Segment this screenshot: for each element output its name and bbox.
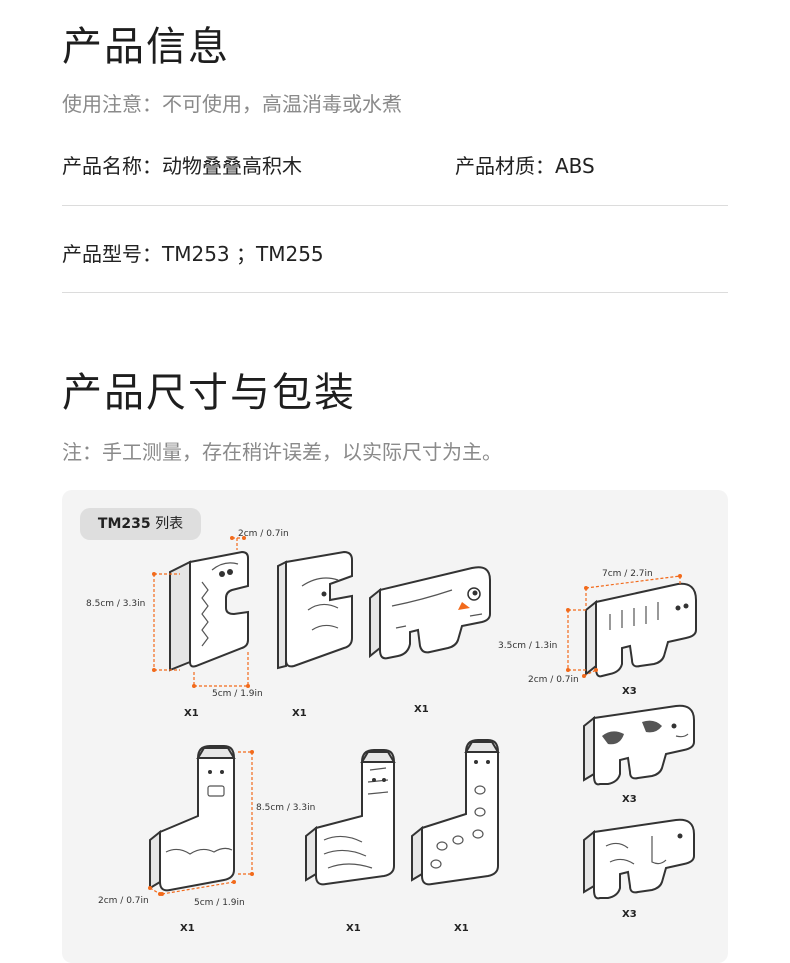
llama-block [149,745,236,892]
dim-right-width: 7cm / 2.7in [602,569,653,579]
product-material: 产品材质：ABS [455,154,595,178]
section-title-info: 产品信息 [62,24,230,70]
dim-left-height: 8.5cm / 3.3in [86,599,145,609]
cow-block [583,704,695,786]
rhino-block [277,550,353,670]
qty-label: X3 [622,794,637,805]
crocodile-block [169,550,249,672]
giraffe-block [411,739,500,886]
qty-label: X3 [622,686,637,697]
qty-label: X1 [180,923,195,934]
divider [62,205,728,206]
zebra-block [305,749,396,886]
qty-label: X1 [454,923,469,934]
measure-note: 注：手工测量，存在稍许误差，以实际尺寸为主。 [62,440,502,464]
model-tag-code: TM235 [97,516,151,532]
penguin-block [369,566,491,660]
dim-lower-width: 5cm / 1.9in [194,898,245,908]
qty-label: X1 [292,708,307,719]
hippo-block [583,818,695,900]
dim-top-width: 2cm / 0.7in [238,529,289,539]
product-name: 产品名称：动物叠叠高积木 [62,154,302,178]
qty-label: X3 [622,909,637,920]
dim-right-depth: 2cm / 0.7in [528,675,579,685]
model-tag-label: 列表 [150,516,184,532]
qty-label: X1 [346,923,361,934]
qty-label: X1 [184,708,199,719]
dim-lower-depth: 2cm / 0.7in [98,896,149,906]
model-tag: TM235 列表 [80,508,201,540]
section-title-size: 产品尺寸与包装 [62,370,356,416]
product-model: 产品型号：TM253 ；TM255 [62,242,324,266]
size-diagram: 2cm / 0.7in 8.5cm / 3.3in 5cm / 1.9in X1… [86,529,697,934]
dim-right-height: 3.5cm / 1.3in [498,641,557,651]
dim-lower-height: 8.5cm / 3.3in [256,803,315,813]
usage-notice: 使用注意：不可使用，高温消毒或水煮 [62,92,402,116]
qty-label: X1 [414,704,429,715]
size-figure-panel: TM235 列表 2cm / 0.7in 8.5cm / 3.3in 5cm /… [62,490,728,963]
tiger-block [585,582,697,678]
dim-bottom-width: 5cm / 1.9in [212,689,263,699]
divider [62,292,728,293]
